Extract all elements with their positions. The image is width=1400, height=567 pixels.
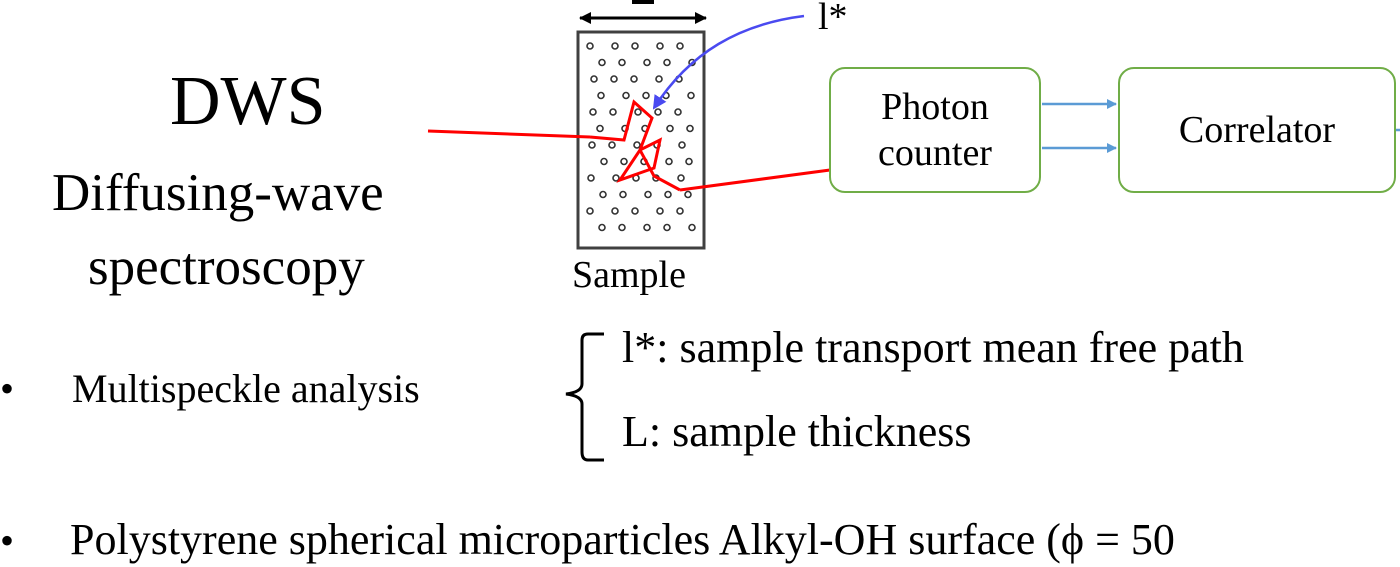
particle bbox=[600, 157, 608, 166]
particle bbox=[631, 42, 639, 50]
incident-laser-beam bbox=[427, 129, 591, 139]
particle bbox=[633, 141, 641, 149]
particle bbox=[656, 207, 664, 215]
particle bbox=[676, 42, 684, 50]
particle bbox=[598, 58, 606, 67]
photon-counter-box: Photon counter bbox=[829, 67, 1041, 193]
lstar-label: l* bbox=[818, 0, 848, 38]
particle bbox=[590, 75, 598, 83]
lstar-pointer-arrow bbox=[652, 14, 805, 110]
particle bbox=[685, 157, 693, 166]
particle bbox=[678, 141, 686, 149]
particle bbox=[676, 207, 684, 215]
particle bbox=[634, 108, 642, 116]
bullet-symbol: • bbox=[0, 518, 15, 563]
particle bbox=[630, 75, 638, 83]
particle bbox=[677, 174, 685, 182]
particle bbox=[619, 190, 627, 199]
particle bbox=[612, 174, 620, 182]
scattered-laser-beam bbox=[679, 168, 831, 192]
correlator-label: Correlator bbox=[1178, 109, 1336, 151]
particle bbox=[588, 141, 596, 149]
brace-item-thickness: L: sample thickness bbox=[622, 407, 972, 456]
subtitle-line-1: Diffusing-wave bbox=[52, 164, 384, 222]
particle bbox=[643, 223, 651, 232]
particle bbox=[586, 207, 594, 215]
particle bbox=[656, 42, 664, 50]
particle bbox=[622, 91, 630, 100]
particle bbox=[687, 91, 695, 100]
particle bbox=[611, 42, 619, 50]
particle bbox=[663, 223, 671, 232]
particle bbox=[589, 108, 597, 116]
particle bbox=[644, 190, 652, 199]
particle bbox=[611, 207, 619, 215]
particle bbox=[586, 42, 594, 50]
particle bbox=[654, 108, 662, 116]
particle bbox=[631, 207, 639, 215]
particle bbox=[587, 174, 595, 182]
photon-counter-label-line-2: counter bbox=[878, 132, 992, 174]
particle bbox=[608, 141, 616, 149]
particle bbox=[643, 58, 651, 67]
particle bbox=[618, 58, 626, 67]
correlator-box: Correlator bbox=[1118, 67, 1396, 193]
particle bbox=[598, 223, 606, 232]
bullet-symbol: • bbox=[0, 366, 15, 411]
particle bbox=[665, 157, 673, 166]
page-title: DWS bbox=[170, 63, 326, 140]
particle bbox=[610, 75, 618, 83]
particle bbox=[599, 190, 607, 199]
particle bbox=[684, 190, 692, 199]
photon-counter-label-line-1: Photon bbox=[881, 86, 989, 128]
polystyrene-text: Polystyrene spherical microparticles Alk… bbox=[70, 515, 1175, 564]
particle bbox=[688, 223, 696, 232]
particle bbox=[620, 157, 628, 166]
thickness-label-fragment bbox=[632, 0, 654, 4]
scattering-path bbox=[589, 99, 681, 192]
brace-item-lstar: l*: sample transport mean free path bbox=[622, 323, 1244, 372]
curly-brace bbox=[565, 332, 604, 462]
particle bbox=[642, 91, 650, 100]
sample-cuvette bbox=[576, 30, 706, 250]
multispeckle-text: Multispeckle analysis bbox=[72, 366, 420, 411]
particle bbox=[663, 58, 671, 67]
subtitle-line-2: spectroscopy bbox=[88, 238, 365, 296]
particle bbox=[666, 124, 674, 133]
particle bbox=[596, 124, 604, 133]
sample-label: Sample bbox=[572, 254, 686, 296]
particle bbox=[674, 108, 682, 116]
particle bbox=[686, 124, 694, 133]
particle bbox=[655, 75, 663, 83]
particle bbox=[609, 108, 617, 116]
particle bbox=[618, 223, 626, 232]
particle bbox=[597, 91, 605, 100]
particle bbox=[664, 190, 672, 199]
